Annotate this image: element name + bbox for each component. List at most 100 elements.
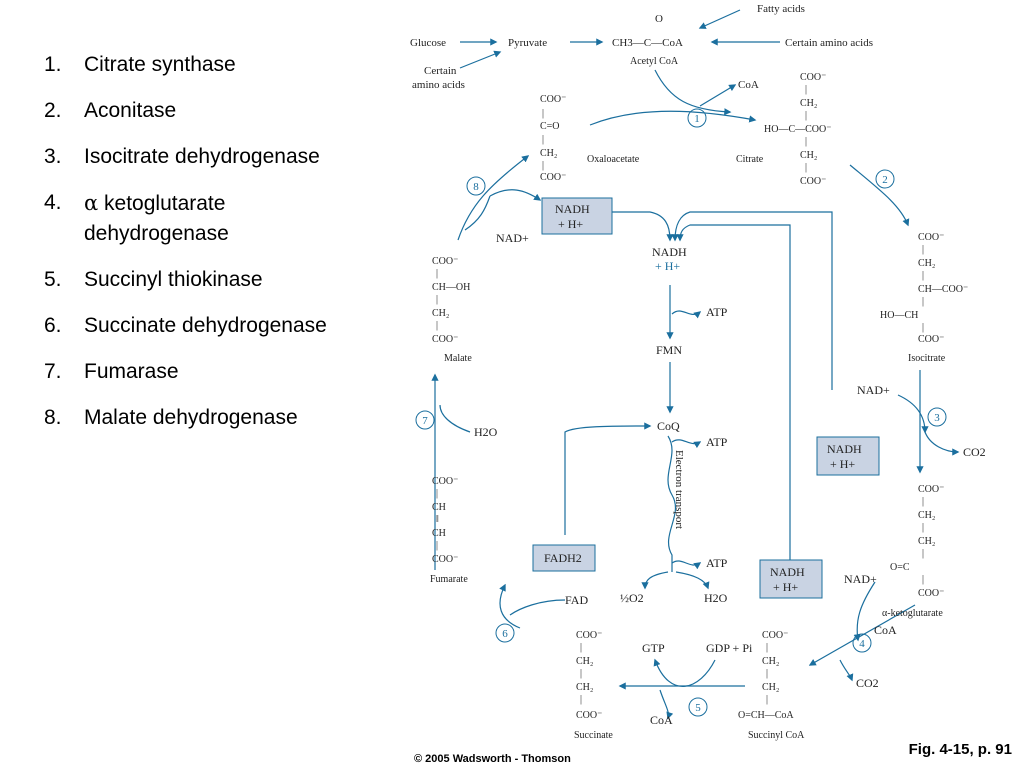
enzyme-name: Fumarase	[84, 360, 179, 383]
enzyme-name: Citrate synthase	[84, 53, 236, 76]
step-number-7: 7	[422, 415, 428, 427]
svg-text:CH—COO⁻: CH—COO⁻	[918, 284, 968, 295]
svg-text:CH—OH: CH—OH	[432, 282, 470, 293]
svg-text:COO⁻: COO⁻	[918, 484, 944, 495]
step-number-4: 4	[859, 638, 865, 650]
svg-text:|: |	[922, 522, 924, 533]
svg-text:|: |	[542, 108, 544, 119]
alpha-ketoglutarate-label: α-ketoglutarate	[882, 608, 943, 619]
svg-text:COO⁻: COO⁻	[432, 334, 458, 345]
enzyme-name: Succinyl thiokinase	[84, 268, 263, 291]
succinyl-coa-structure: COO⁻| CH₂| CH₂| O=CH—CoA	[738, 630, 794, 721]
enzyme-name: Isocitrate dehydrogenase	[84, 145, 320, 168]
step-number-3: 3	[934, 412, 940, 424]
nadh-box-step4	[759, 559, 823, 599]
svg-text:COO⁻: COO⁻	[800, 72, 826, 83]
svg-text:CH₂: CH₂	[540, 148, 557, 159]
nadh-box-step8	[541, 197, 613, 235]
svg-text:COO⁻: COO⁻	[800, 176, 826, 187]
enzyme-item-7: 7.Fumarase	[40, 357, 340, 387]
fumarate-label: Fumarate	[430, 574, 468, 585]
nadh-box-step3-line1: NADH	[827, 442, 862, 456]
svg-text:|: |	[922, 270, 924, 281]
svg-text:CH₂: CH₂	[576, 682, 593, 693]
malate-structure: COO⁻| CH—OH| CH₂| COO⁻	[432, 256, 470, 345]
acetyl-coa-formula: CH3—C—CoA	[612, 37, 683, 49]
svg-text:CH₂: CH₂	[918, 510, 935, 521]
citrate-structure: COO⁻| CH₂| HO—C—COO⁻| CH₂| COO⁻	[764, 72, 832, 187]
svg-text:CH₂: CH₂	[576, 656, 593, 667]
acetyl-coa-label: Acetyl CoA	[630, 56, 679, 67]
atp-label-3: ATP	[706, 556, 728, 570]
svg-text:COO⁻: COO⁻	[540, 94, 566, 105]
fumarate-structure: COO⁻| CH‖ CH| COO⁻	[432, 476, 458, 565]
svg-text:|: |	[542, 134, 544, 145]
succinate-label: Succinate	[574, 730, 613, 741]
svg-text:COO⁻: COO⁻	[918, 588, 944, 599]
coa-step5: CoA	[650, 713, 673, 727]
svg-text:CH: CH	[432, 502, 446, 513]
nadh-box-step3	[816, 436, 880, 476]
step-number-5: 5	[695, 702, 701, 714]
alpha-ketoglutarate-structure: COO⁻| CH₂| CH₂| O=C| COO⁻	[890, 484, 944, 599]
fadh2-box	[532, 544, 596, 572]
enzyme-number: 8.	[44, 406, 62, 429]
half-o2-label: ½O2	[620, 591, 644, 605]
alpha-symbol: α	[84, 191, 99, 215]
metabolite-labels: Glucose Pyruvate O CH3—C—CoA Acetyl CoA …	[410, 3, 986, 741]
svg-text:|: |	[766, 642, 768, 653]
electron-transport-label: Electron transport	[673, 450, 685, 529]
step-number-2: 2	[882, 174, 888, 186]
svg-text:|: |	[766, 668, 768, 679]
svg-text:‖: ‖	[436, 514, 439, 525]
fadh2-box-label: FADH2	[544, 551, 582, 565]
h2o-step7: H2O	[474, 425, 498, 439]
pyruvate-label: Pyruvate	[508, 37, 547, 49]
isocitrate-label: Isocitrate	[908, 353, 946, 364]
h2o-chain-label: H2O	[704, 591, 728, 605]
svg-text:CH₂: CH₂	[432, 308, 449, 319]
enzyme-item-1: 1. Citrate synthase	[40, 50, 340, 80]
svg-text:|: |	[805, 162, 807, 173]
flow-arrows	[431, 9, 960, 720]
enzyme-list: 1.Citrate synthase 2.Aconitase 3.Isocitr…	[40, 50, 340, 449]
step-numbers: 1 2 3 4 5 6 7 8	[422, 113, 940, 714]
enzyme-name: Malate dehydrogenase	[84, 406, 298, 429]
fad-label: FAD	[565, 593, 588, 607]
svg-text:|: |	[436, 488, 438, 499]
svg-text:|: |	[580, 642, 582, 653]
nadh-box-step3-line2: + H+	[830, 457, 855, 471]
svg-text:HO—CH: HO—CH	[880, 310, 918, 321]
svg-text:|: |	[922, 244, 924, 255]
nadh-box-step8-line2: + H+	[558, 217, 583, 231]
enzyme-number: 5.	[44, 268, 62, 291]
enzyme-item-6: 6.Succinate dehydrogenase	[40, 311, 340, 341]
svg-text:CH: CH	[432, 528, 446, 539]
svg-text:|: |	[805, 84, 807, 95]
certain-amino-acids-left-line1: Certain	[424, 65, 457, 77]
enzyme-item-5: 5. Succinyl thiokinase	[40, 265, 340, 295]
svg-text:COO⁻: COO⁻	[432, 554, 458, 565]
svg-text:COO⁻: COO⁻	[576, 630, 602, 641]
enzyme-item-8: 8. Malate dehydrogenase	[40, 403, 340, 433]
enzyme-name: ketoglutarate dehydrogenase	[84, 192, 229, 245]
svg-text:|: |	[436, 268, 438, 279]
coa-step4: CoA	[874, 623, 897, 637]
enzyme-number: 6.	[44, 314, 62, 337]
svg-text:COO⁻: COO⁻	[576, 710, 602, 721]
nadh-box-step4-line1: NADH	[770, 565, 805, 579]
svg-text:CH₂: CH₂	[918, 536, 935, 547]
coq-label: CoQ	[657, 419, 680, 433]
svg-text:O=C: O=C	[890, 562, 910, 573]
svg-text:CH₂: CH₂	[762, 656, 779, 667]
svg-text:CH₂: CH₂	[800, 150, 817, 161]
nadh-chain-label: NADH	[652, 245, 687, 259]
enzyme-number: 3.	[44, 145, 62, 168]
svg-text:|: |	[922, 548, 924, 559]
svg-text:|: |	[922, 574, 924, 585]
h-plus-chain-label: + H+	[655, 259, 680, 273]
svg-text:HO—C—COO⁻: HO—C—COO⁻	[764, 124, 832, 135]
enzyme-number: 1.	[44, 53, 62, 76]
nadh-box-step4-line2: + H+	[773, 580, 798, 594]
